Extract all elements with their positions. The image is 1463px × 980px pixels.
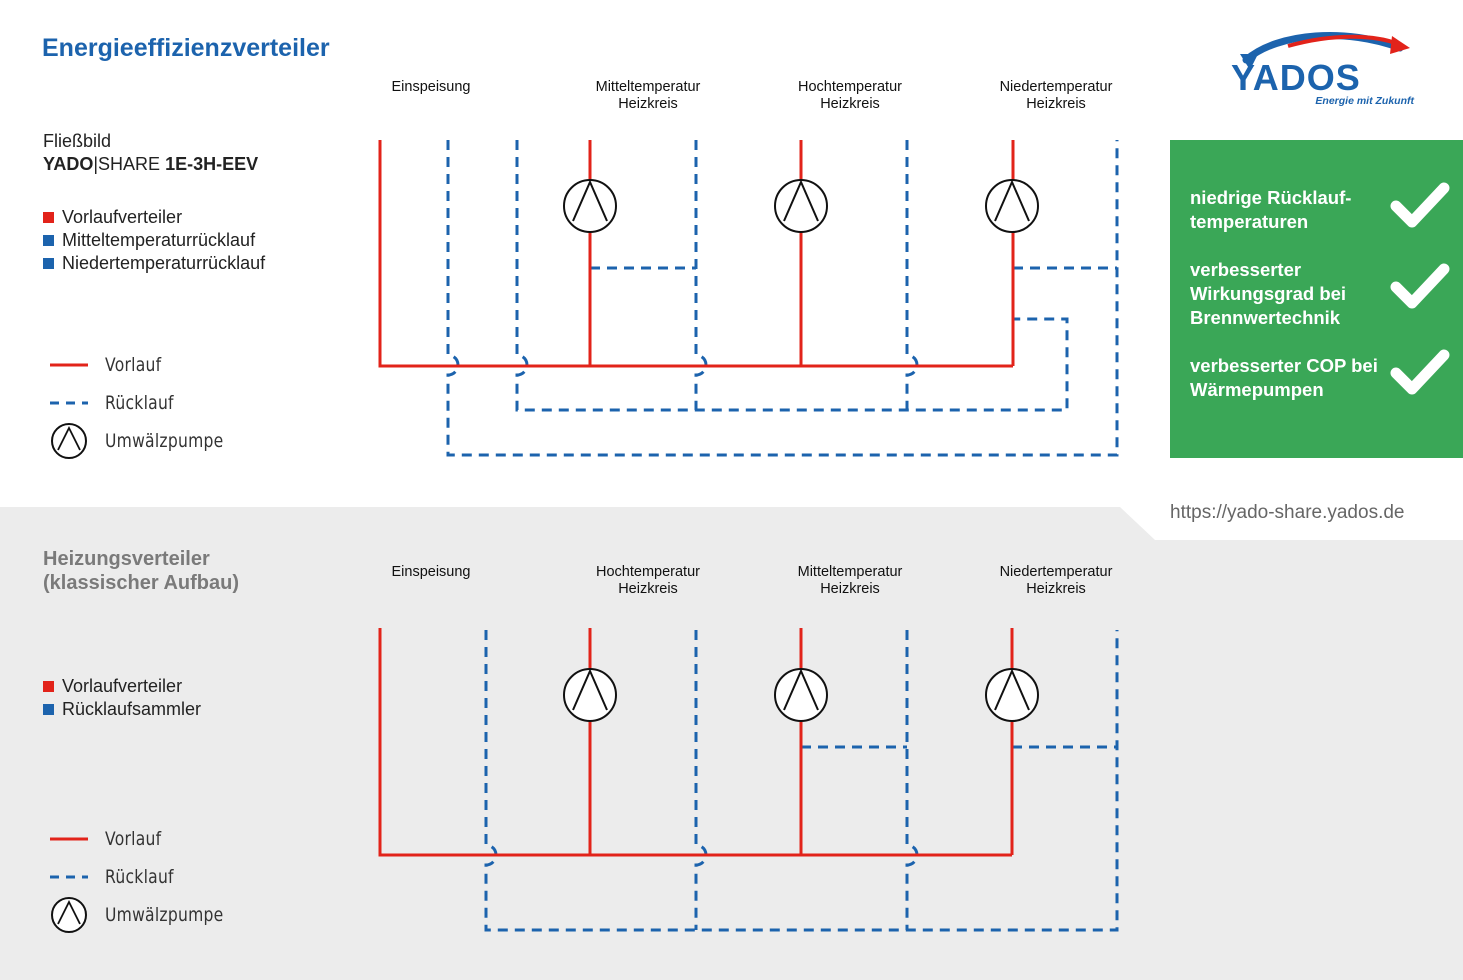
classic-line-legend: Vorlauf Rücklauf Umwälzpumpe bbox=[42, 820, 242, 934]
classic-column-label-feed: Einspeisung bbox=[391, 564, 471, 580]
pump-icon bbox=[774, 668, 828, 722]
pump-icon bbox=[51, 423, 87, 459]
legend-label: Mitteltemperaturrücklauf bbox=[62, 230, 256, 250]
page-title: Energieeffizienzverteiler bbox=[42, 34, 330, 62]
classic-title-line1: Heizungsverteiler bbox=[43, 548, 210, 570]
red-square-icon bbox=[43, 681, 54, 692]
legend-label: Umwälzpumpe bbox=[105, 430, 224, 452]
pump-icon bbox=[563, 668, 617, 722]
eev-return-line-feed-low bbox=[446, 140, 1119, 457]
brand-separator: | bbox=[93, 154, 99, 174]
model-name: 1E-3H-EEV bbox=[160, 154, 259, 174]
legend-row-return: Rücklauf bbox=[42, 858, 242, 896]
pump-icon bbox=[51, 897, 87, 933]
pump-icon bbox=[985, 668, 1039, 722]
legend-label: Rücklauf bbox=[105, 392, 174, 414]
legend-label: Vorlauf bbox=[105, 354, 162, 376]
eev-line-legend: Vorlauf Rücklauf Umwälzpumpe bbox=[42, 346, 242, 460]
pump-icon bbox=[563, 179, 617, 233]
legend-row-pump: Umwälzpumpe bbox=[42, 422, 242, 460]
legend-item-supply-distributor: Vorlaufverteiler bbox=[43, 675, 201, 698]
website-url[interactable]: https://yado-share.yados.de bbox=[1170, 502, 1405, 523]
blue-square-icon bbox=[43, 235, 54, 246]
brand-normal: SHARE bbox=[98, 154, 161, 174]
legend-row-supply: Vorlauf bbox=[42, 820, 242, 858]
classic-title: Heizungsverteiler (klassischer Aufbau) bbox=[43, 547, 239, 595]
legend-item-low-return: Niedertemperaturrücklauf bbox=[43, 252, 265, 275]
eev-subtitle-line1: Fließbild bbox=[43, 131, 112, 151]
legend-item-return-collector: Rücklaufsammler bbox=[43, 698, 201, 721]
classic-return-collector bbox=[484, 630, 1119, 932]
red-square-icon bbox=[43, 212, 54, 223]
legend-row-supply: Vorlauf bbox=[42, 346, 242, 384]
blue-square-icon bbox=[43, 258, 54, 269]
benefit-text-low-return: niedrige Rücklauf- temperaturen bbox=[1190, 187, 1352, 232]
legend-item-medium-return: Mitteltemperaturrücklauf bbox=[43, 229, 265, 252]
eev-subtitle: Fließbild YADO|SHARE 1E-3H-EEV bbox=[43, 130, 258, 176]
legend-label: Niedertemperaturrücklauf bbox=[62, 253, 266, 273]
brand-bold: YADO bbox=[43, 154, 94, 174]
legend-label: Rücklaufsammler bbox=[62, 699, 202, 719]
legend-label: Vorlauf bbox=[105, 828, 162, 850]
legend-item-supply-distributor: Vorlaufverteiler bbox=[43, 206, 265, 229]
return-line-icon bbox=[50, 401, 88, 405]
return-line-icon bbox=[50, 875, 88, 879]
yados-logo: YADOS Energie mit Zukunft bbox=[1231, 32, 1414, 107]
eev-color-legend: Vorlaufverteiler Mitteltemperaturrücklau… bbox=[43, 206, 265, 275]
benefits-panel: niedrige Rücklauf- temperaturen verbesse… bbox=[1170, 140, 1463, 458]
logo-wordmark: YADOS bbox=[1231, 57, 1361, 98]
legend-label: Vorlaufverteiler bbox=[62, 207, 183, 227]
logo-tagline: Energie mit Zukunft bbox=[1315, 95, 1414, 107]
legend-row-pump: Umwälzpumpe bbox=[42, 896, 242, 934]
legend-row-return: Rücklauf bbox=[42, 384, 242, 422]
checkmark-icon bbox=[1390, 349, 1450, 395]
benefit-text-cop: verbesserter COP bei Wärmepumpen bbox=[1190, 355, 1378, 400]
legend-label: Umwälzpumpe bbox=[105, 904, 224, 926]
classic-return-line-circuit1 bbox=[694, 630, 708, 930]
benefit-text-condensing: verbesserter Wirkungsgrad bei Brennwerte… bbox=[1190, 259, 1347, 328]
checkmark-icon bbox=[1390, 182, 1450, 228]
legend-label: Vorlaufverteiler bbox=[62, 676, 183, 696]
eev-return-line-feed-medium bbox=[515, 140, 1069, 412]
classic-color-legend: Vorlaufverteiler Rücklaufsammler bbox=[43, 675, 201, 721]
checkmark-icon bbox=[1390, 263, 1450, 309]
eev-column-label-feed: Einspeisung bbox=[391, 79, 471, 95]
supply-line-icon bbox=[50, 363, 88, 367]
blue-square-icon bbox=[43, 704, 54, 715]
pump-icon bbox=[774, 179, 828, 233]
classic-title-line2: (klassischer Aufbau) bbox=[43, 572, 239, 594]
supply-line-icon bbox=[50, 837, 88, 841]
pump-icon bbox=[985, 179, 1039, 233]
legend-label: Rücklauf bbox=[105, 866, 174, 888]
classic-return-line-circuit2 bbox=[905, 630, 919, 930]
eev-subtitle-line2: YADO|SHARE 1E-3H-EEV bbox=[43, 153, 258, 176]
